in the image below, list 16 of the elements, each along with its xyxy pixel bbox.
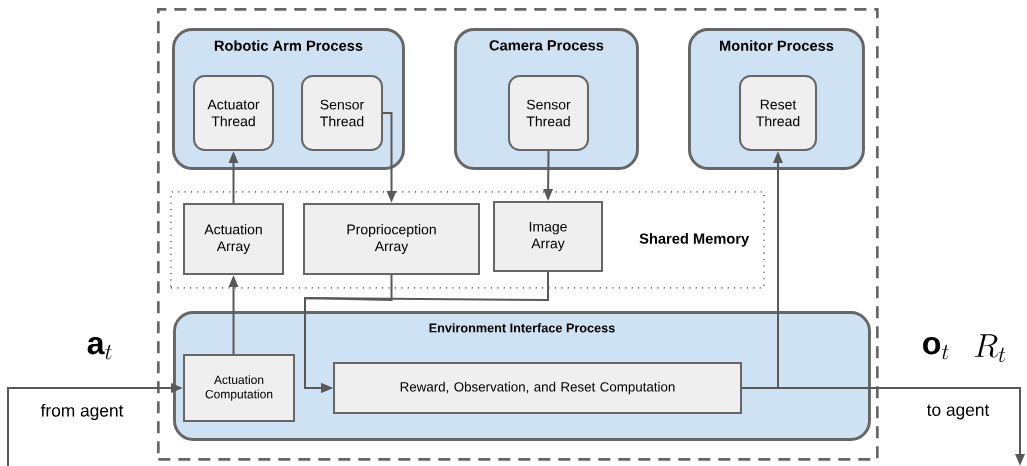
side-label: to agent [926, 404, 990, 420]
arrow [304, 271, 549, 393]
formula-label: $R_t$ [974, 334, 1006, 363]
thread-box: Reset Thread [739, 75, 817, 151]
array-box: Actuation Computation [183, 354, 295, 422]
dashed-boundary [157, 8, 879, 461]
array-box: Image Array [493, 201, 603, 272]
thread-box: Sensor Thread [508, 75, 589, 151]
array-box: Actuation Array [183, 203, 284, 275]
thread-box: Actuator Thread [193, 75, 274, 151]
side-label: from agent [40, 403, 124, 421]
array-box: Reward, Observation, and Reset Computation [333, 362, 742, 414]
thread-box: Sensor Thread [301, 75, 383, 151]
array-box: Proprioception Array [303, 203, 480, 275]
formula-label: $\mathbf{a}_t$ [87, 336, 112, 360]
formula-label: $\mathbf{o}_t$ [923, 336, 949, 360]
